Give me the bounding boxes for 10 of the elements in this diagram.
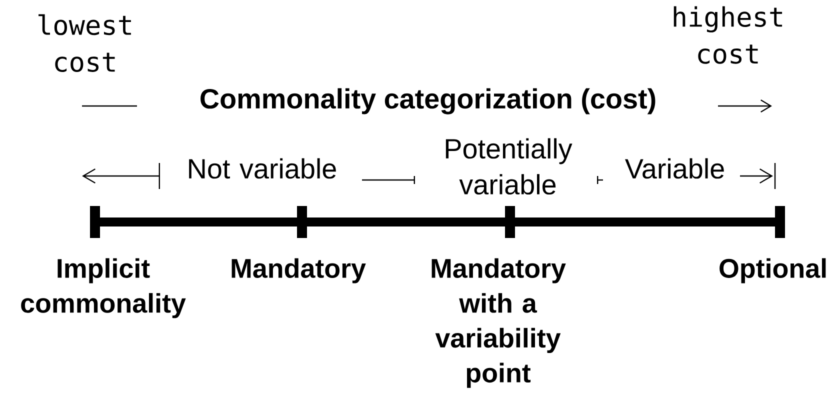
category-label: Mandatory	[232, 258, 366, 284]
cost-label: lowest cost	[38, 14, 131, 72]
title: Commonality categorization (cost)	[200, 88, 656, 114]
category-label: Optional	[720, 258, 826, 284]
range-label: Potentially variable	[446, 138, 572, 195]
range-label: Not variable	[189, 158, 336, 179]
category-label: Mandatory with a variability point	[432, 258, 566, 388]
range-label: Variable	[625, 158, 724, 179]
category-label: Implicit commonality	[21, 258, 186, 318]
cost-label: highest cost	[674, 6, 782, 64]
